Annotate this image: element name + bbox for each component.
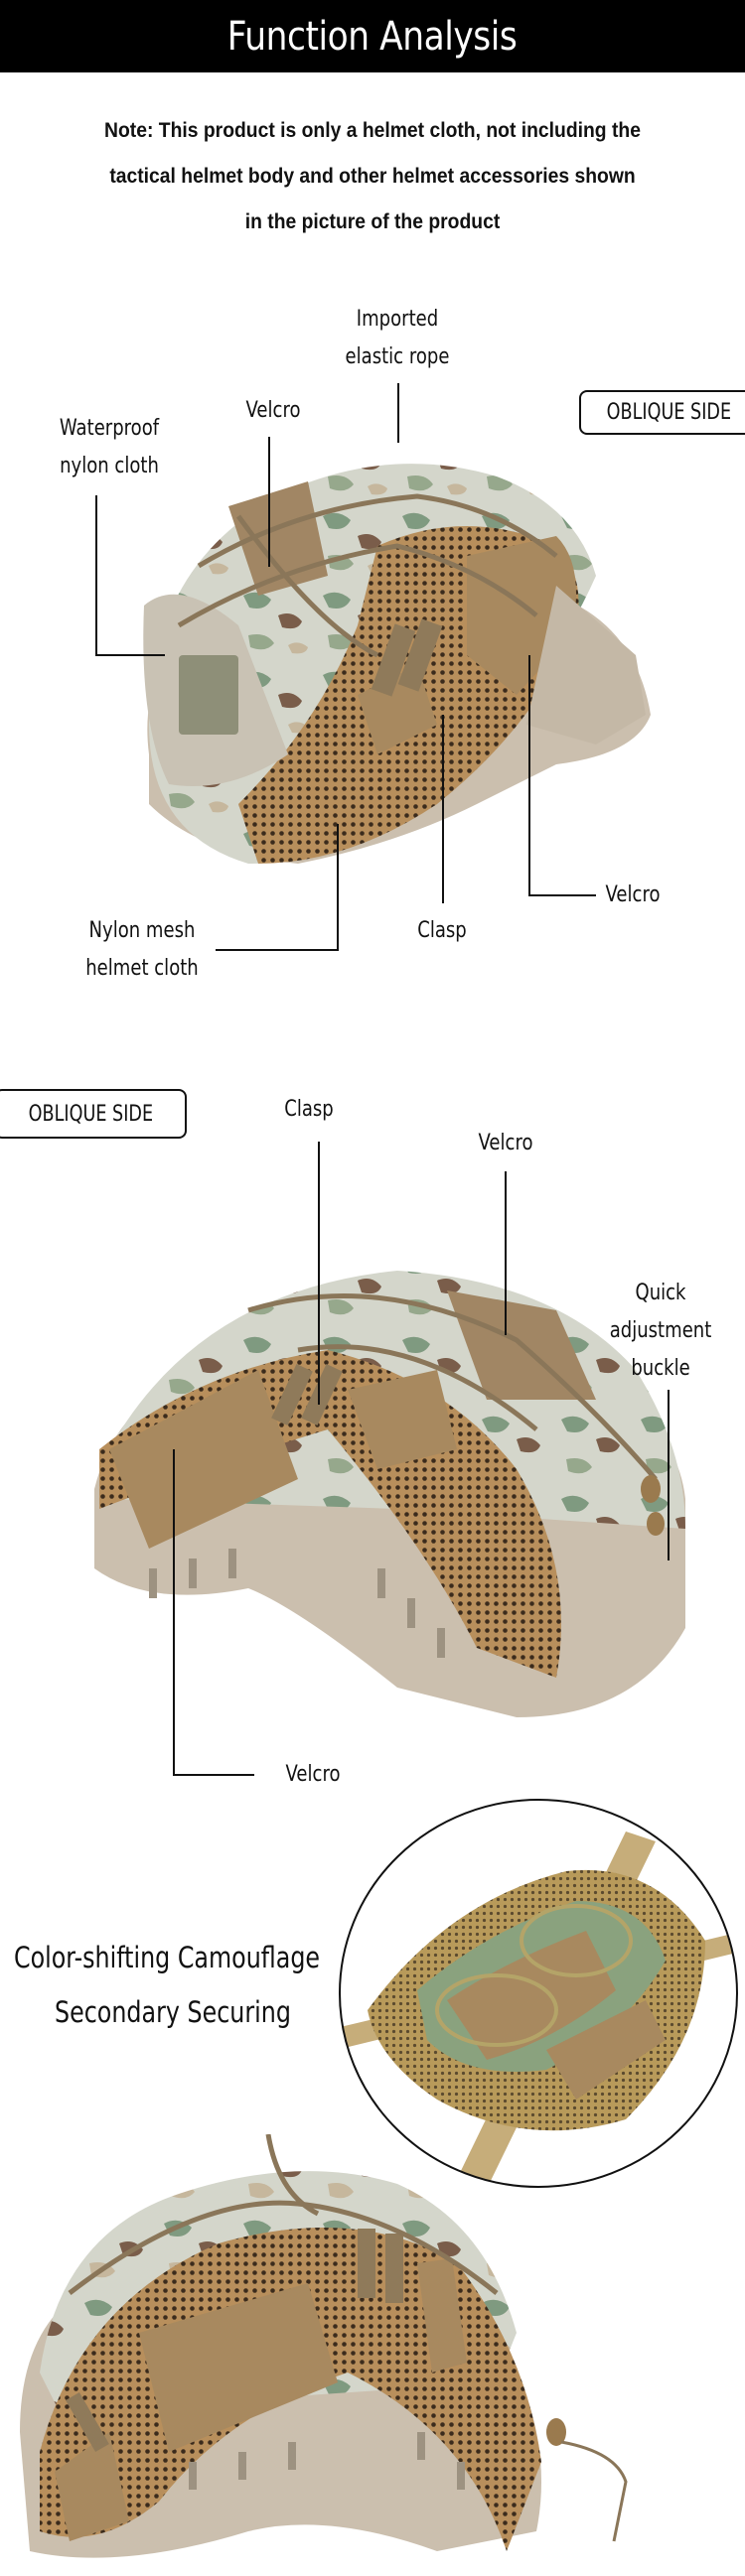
label-velcro-top-2: Velcro <box>478 1131 533 1155</box>
helmet-rear-oblique-image <box>20 2134 628 2558</box>
label-velcro-top-1: Velcro <box>245 398 301 423</box>
leader-line-velcro-top-2 <box>505 1171 507 1335</box>
label-clasp-2: Clasp <box>284 1097 334 1122</box>
label-waterproof-nylon-cloth: Waterproof nylon cloth <box>59 416 160 478</box>
leader-line-velcro-bottom-v <box>173 1449 175 1776</box>
label-secondary-securing: Secondary Securing <box>55 1995 291 2029</box>
note-line-1: Note: This product is only a helmet clot… <box>104 119 641 142</box>
label-quick-adjustment-buckle: Quick adjustment buckle <box>609 1281 712 1381</box>
note-line-3: in the picture of the product <box>244 210 501 233</box>
label-color-shifting-camouflage: Color-shifting Camouflage <box>14 1941 321 1974</box>
leader-line-nylon-mesh-v <box>337 824 339 951</box>
label-velcro-bottom-2: Velcro <box>285 1762 341 1787</box>
label-clasp-1: Clasp <box>417 918 467 943</box>
label-nylon-mesh-helmet-cloth: Nylon mesh helmet cloth <box>85 918 199 981</box>
leader-line-clasp-1 <box>442 715 444 903</box>
leader-line-velcro-right-h <box>528 894 596 896</box>
leader-line-imported-rope <box>397 383 399 443</box>
oblique-side-badge-2: OBLIQUE SIDE <box>0 1089 187 1139</box>
note-line-2: tactical helmet body and other helmet ac… <box>109 165 636 188</box>
oblique-side-badge-1: OBLIQUE SIDE <box>579 390 745 435</box>
leader-line-nylon-mesh-h <box>216 949 339 951</box>
helmet-side-oblique-image <box>94 1271 685 1717</box>
leader-line-velcro-top-1 <box>268 437 270 567</box>
leader-line-clasp-2 <box>318 1142 320 1405</box>
leader-line-velcro-bottom-h <box>173 1774 254 1776</box>
page-header: Function Analysis <box>0 0 745 72</box>
leader-line-velcro-right-v <box>528 655 530 896</box>
cover-detail-circle-image <box>339 1799 738 2188</box>
helmet-front-oblique-image <box>143 464 652 864</box>
label-velcro-right-1: Velcro <box>605 882 661 907</box>
page-title: Function Analysis <box>227 13 518 60</box>
leader-line-waterproof-h <box>95 654 165 656</box>
label-imported-elastic-rope: Imported elastic rope <box>345 307 450 369</box>
leader-line-waterproof-v <box>95 495 97 656</box>
leader-line-quick-buckle <box>668 1390 670 1560</box>
